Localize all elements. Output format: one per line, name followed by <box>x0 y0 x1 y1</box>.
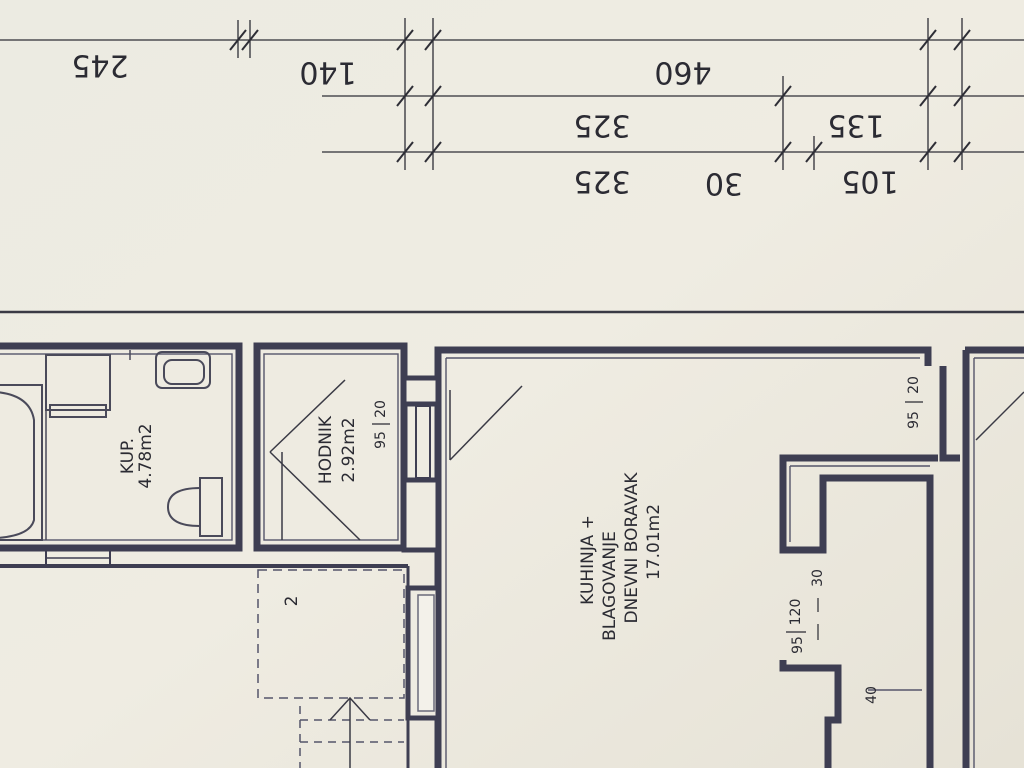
sink-icon <box>155 351 211 389</box>
living-label: KUHINJA + BLAGOVANJE DNEVNI BORAVAK 17.0… <box>578 472 664 641</box>
hallway-door-icon <box>269 379 361 541</box>
stair-label: 2 <box>282 596 302 607</box>
living-door-mark-bottom: 95 <box>906 411 922 429</box>
living-door-icon <box>449 385 523 461</box>
wardrobe-walls <box>779 454 938 768</box>
toilet-icon <box>166 477 223 537</box>
living-walls <box>434 346 932 768</box>
bathroom-name: KUP. <box>118 438 138 474</box>
dimension-texts: 245 140 460 325 135 325 30 105 <box>71 48 898 201</box>
right-door-icon <box>975 391 1024 441</box>
bathtub-icon <box>0 384 43 541</box>
dim-bottom-325: 325 <box>573 164 630 199</box>
wardrobe-mark-95: 95 <box>790 636 806 654</box>
dim-bottom-30: 30 <box>705 166 743 201</box>
living-door-marks: 20 95 <box>905 376 923 429</box>
wardrobe-mark-30: 30 <box>810 569 826 587</box>
walls <box>0 342 1024 768</box>
hallway-label: HODNIK 2.92m2 20 95 <box>316 400 390 484</box>
living-line-2: BLAGOVANJE <box>600 531 620 641</box>
dim-top-460: 460 <box>654 55 711 90</box>
living-door-mark-top: 20 <box>906 376 922 394</box>
wardrobe-mark-40: 40 <box>864 686 880 704</box>
hallway-area: 2.92m2 <box>339 417 359 482</box>
bathroom-label: KUP. 4.78m2 <box>118 423 156 488</box>
dim-top-140: 140 <box>299 55 356 90</box>
staircase: 2 <box>0 550 410 768</box>
living-line-3: DNEVNI BORAVAK <box>622 472 642 624</box>
bathroom-area: 4.78m2 <box>136 423 156 488</box>
wardrobe-mark-120: 120 <box>788 599 804 626</box>
living-line-1: KUHINJA + <box>578 515 598 605</box>
dim-middle-325: 325 <box>573 108 630 143</box>
dim-bottom-105: 105 <box>841 164 898 199</box>
dim-top-245: 245 <box>71 48 128 83</box>
dim-middle-135: 135 <box>827 108 884 143</box>
hall-door-mark-bottom: 95 <box>373 431 389 449</box>
hall-door-mark-top: 20 <box>373 400 389 418</box>
hallway-name: HODNIK <box>316 415 336 484</box>
living-line-4: 17.01m2 <box>644 504 664 580</box>
wardrobe-marks: 120 30 95 40 <box>786 569 880 704</box>
dimension-lines <box>0 18 1024 170</box>
